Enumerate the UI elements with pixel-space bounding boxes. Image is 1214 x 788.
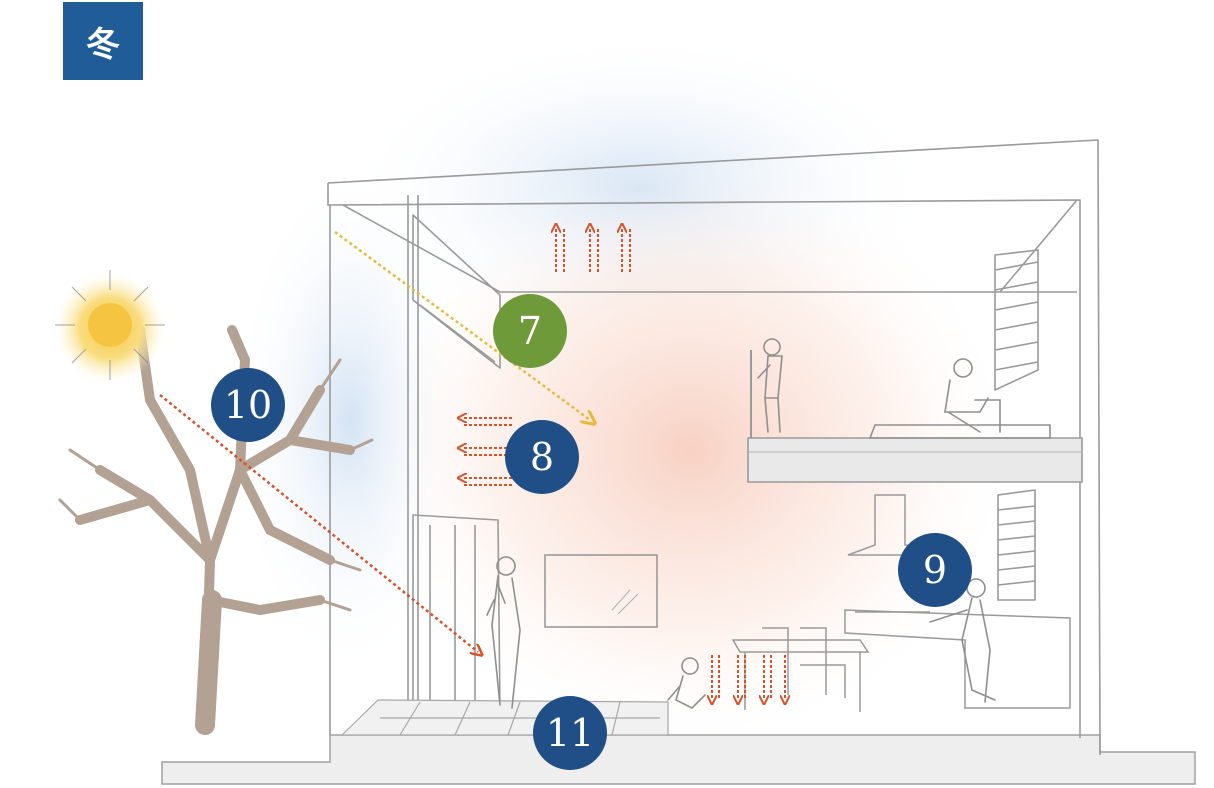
- marker-7: 7: [493, 294, 567, 368]
- dining-set: [731, 627, 870, 712]
- marker-10: 10: [211, 368, 285, 442]
- ground: [161, 734, 1196, 785]
- floor-tiles: [340, 699, 669, 736]
- season-badge: 冬: [63, 2, 143, 80]
- sun: [88, 303, 132, 347]
- sun-rays: [55, 270, 165, 380]
- house-shell: [327, 139, 1101, 756]
- wall-picture: [544, 554, 658, 628]
- sunlight-ray-lower: [159, 394, 478, 652]
- rising-heat-arrows: [556, 228, 631, 272]
- marker-8: 8: [505, 420, 579, 494]
- floor-heat-arrows: [712, 655, 785, 700]
- mezzanine-slab: [747, 437, 1083, 483]
- heat-loss-arrows: [462, 418, 512, 486]
- marker-11: 11: [533, 696, 607, 770]
- marker-9: 9: [898, 533, 972, 607]
- sunlight-ray-upper: [334, 230, 590, 420]
